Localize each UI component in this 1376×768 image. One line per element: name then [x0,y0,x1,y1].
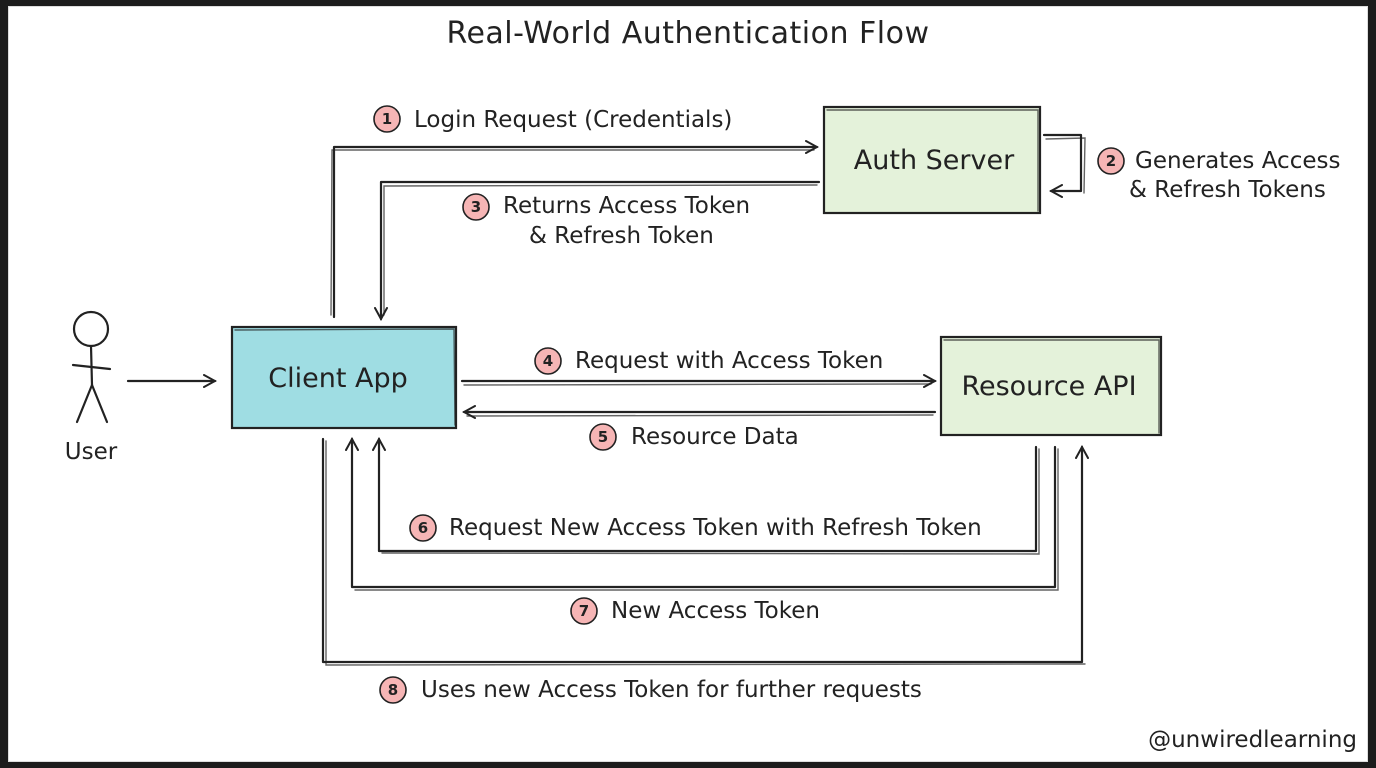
step-8-label: Uses new Access Token for further reques… [421,677,922,703]
step-7-label: New Access Token [611,598,820,624]
generate-tokens-loop-arrow [1042,133,1083,191]
step-8-number: 8 [388,681,398,699]
step-6-badge [409,514,437,542]
client-app-label: Client App [268,363,408,394]
resource-api-label: Resource API [961,371,1136,402]
step-3-label-line2: & Refresh Token [529,223,714,249]
credit-handle: @unwiredlearning [1148,727,1357,753]
step-4-label: Request with Access Token [575,348,883,374]
auth-server-label: Auth Server [854,145,1015,176]
step-5-label: Resource Data [631,424,799,450]
step-4-badge [534,347,562,375]
new-access-token-arrow [352,439,1057,589]
step-1-label: Login Request (Credentials) [414,107,732,133]
step-3-number: 3 [471,198,481,216]
step-3-badge [462,193,490,221]
user-label: User [65,439,118,465]
diagram-canvas: Real-World Authentication Flow User Clie… [8,6,1368,762]
step-6-number: 6 [418,519,428,537]
login-request-arrow [332,147,817,319]
step-4-number: 4 [543,352,553,370]
step-1-badge [373,105,401,133]
client-app-box [230,325,458,430]
step-2-label-line1: Generates Access [1135,148,1340,174]
resource-api-box [939,335,1163,437]
further-requests-arrow [321,437,1082,664]
step-7-number: 7 [579,602,589,620]
step-6-label: Request New Access Token with Refresh To… [449,515,982,541]
step-1-number: 1 [382,110,392,128]
user-figure-icon [71,310,112,424]
step-2-number: 2 [1106,152,1116,170]
auth-server-box [822,105,1042,215]
step-2-label-line2: & Refresh Tokens [1129,177,1326,203]
step-5-number: 5 [598,428,608,446]
step-5-badge [589,423,617,451]
diagram-title: Real-World Authentication Flow [446,16,929,51]
step-8-badge [379,676,407,704]
returns-tokens-arrow [381,180,821,319]
step-7-badge [570,597,598,625]
diagram-svg: Real-World Authentication Flow User Clie… [65,16,1357,753]
refresh-request-arrow [379,439,1038,553]
step-2-badge [1097,147,1125,175]
step-3-label-line1: Returns Access Token [503,193,750,219]
